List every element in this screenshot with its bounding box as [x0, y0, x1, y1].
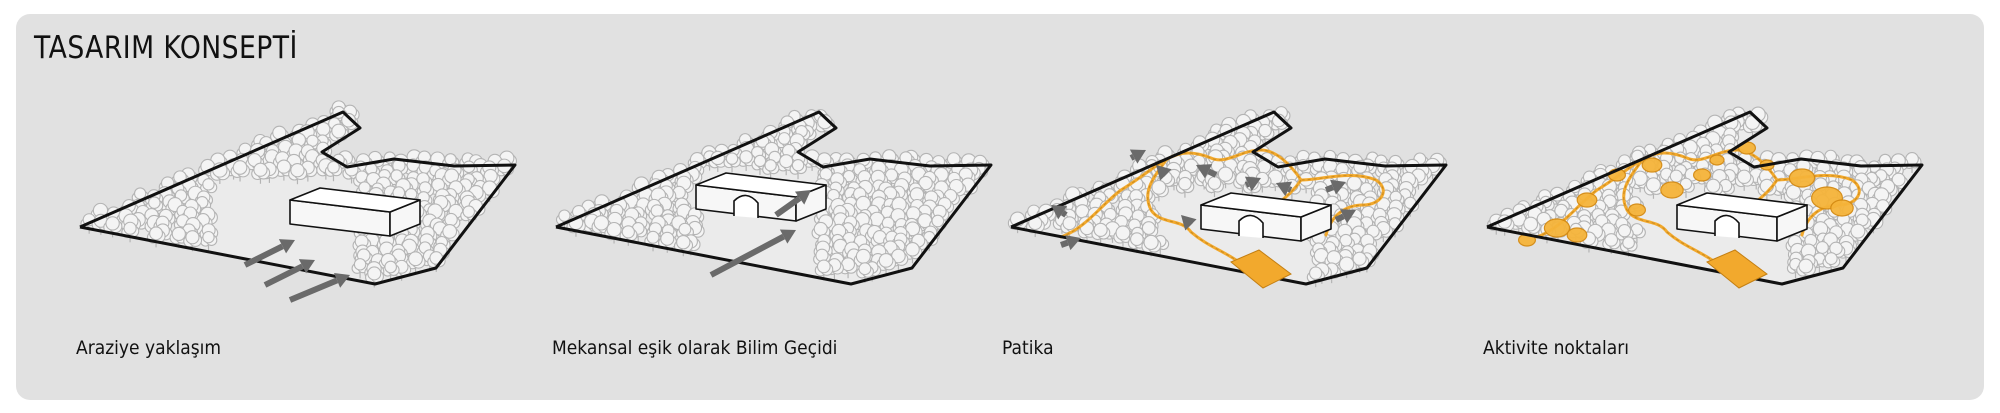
gateway	[733, 194, 759, 218]
stage-diagram	[1486, 106, 1924, 289]
stage-caption: Patika	[1002, 337, 1054, 359]
tree	[210, 162, 231, 184]
activity-spot	[1566, 227, 1588, 243]
stage-caption: Araziye yaklaşım	[76, 337, 222, 359]
tree	[365, 266, 384, 288]
tree	[169, 226, 189, 248]
approach-arrow-icon	[243, 239, 295, 268]
site-outline	[1010, 110, 1448, 286]
building	[1676, 192, 1808, 242]
tree	[1091, 222, 1111, 244]
site-outline	[1486, 110, 1924, 286]
direction-arrow-icon	[1276, 181, 1293, 197]
direction-arrow-icon	[1156, 165, 1172, 181]
stage-bilim-gecidi: Mekansal eşik olarak Bilim Geçidi	[536, 0, 1006, 380]
tree	[1873, 199, 1893, 220]
tree	[814, 259, 834, 281]
activity-spot	[1641, 157, 1663, 173]
tree	[405, 251, 426, 273]
tree	[103, 216, 123, 238]
tree	[591, 215, 612, 237]
tree	[230, 160, 250, 182]
tree	[903, 242, 923, 264]
tree	[1619, 236, 1638, 257]
direction-arrow-icon	[1129, 149, 1146, 164]
tree	[1630, 170, 1651, 193]
activity-spot	[1693, 168, 1712, 182]
site-outline	[555, 110, 993, 286]
stage-diagram	[555, 109, 993, 286]
tree	[1643, 177, 1664, 199]
tree	[324, 160, 343, 182]
direction-arrow-icon	[1324, 179, 1346, 195]
tree	[1175, 176, 1195, 198]
direction-arrow-icon	[1060, 235, 1081, 251]
stage-caption: Aktivite noktaları	[1483, 337, 1629, 359]
through-arrow-icon	[774, 190, 811, 218]
tree	[1848, 223, 1868, 246]
tree	[1205, 176, 1224, 198]
tree	[1127, 232, 1147, 254]
gateway	[1714, 214, 1740, 238]
building	[289, 187, 421, 237]
building-top	[289, 187, 421, 213]
tree	[1602, 233, 1621, 254]
tree	[199, 230, 218, 252]
tree	[1822, 252, 1841, 273]
stage-patika: Patika	[991, 0, 1461, 380]
activity-spot	[1830, 199, 1854, 217]
tree	[1796, 258, 1816, 281]
direction-arrow-icon	[1181, 215, 1197, 231]
stage-diagram	[1007, 106, 1448, 289]
activity-spot	[1788, 168, 1816, 188]
building-top	[1676, 192, 1808, 218]
tree	[146, 226, 166, 248]
tree-canopy	[555, 109, 990, 283]
tree	[762, 159, 780, 180]
stage-aktivite-noktalari: Aktivite noktaları	[1467, 0, 1937, 380]
approach-arrow-icon	[263, 259, 315, 288]
tree	[673, 235, 694, 257]
stage-caption: Mekansal eşik olarak Bilim Geçidi	[552, 337, 838, 359]
tree	[199, 178, 218, 199]
tree	[737, 150, 756, 171]
tree	[183, 230, 203, 252]
tree	[1521, 216, 1541, 239]
tree	[1215, 166, 1236, 189]
direction-arrow-icon	[1244, 176, 1261, 192]
building-top	[1200, 192, 1332, 218]
direction-arrow-icon	[1051, 205, 1068, 220]
tree	[351, 258, 369, 279]
tree	[382, 260, 400, 281]
stage-araziye-yaklasim: Araziye yaklaşım	[60, 0, 530, 380]
stage-diagram	[79, 100, 517, 303]
activity-spot	[1576, 192, 1598, 208]
site-outline	[79, 110, 517, 286]
activity-spot	[1709, 154, 1725, 166]
gateway-ramp	[1706, 249, 1768, 289]
direction-arrow-icon	[1196, 164, 1218, 179]
page-title: TASARIM KONSEPTİ	[34, 30, 298, 66]
gateway-ramp	[1230, 249, 1292, 289]
tree	[789, 158, 807, 180]
through-arrow-icon	[709, 229, 796, 278]
building-top	[695, 172, 827, 198]
tree	[1025, 215, 1045, 238]
tree	[251, 162, 271, 184]
activity-spot	[1543, 218, 1571, 238]
tree	[288, 163, 308, 185]
tree	[815, 114, 835, 136]
tree	[723, 152, 741, 173]
building	[1200, 192, 1332, 242]
direction-arrow-icon	[1334, 209, 1356, 224]
activity-spot	[1660, 181, 1684, 199]
gateway	[1238, 214, 1264, 238]
tree	[1734, 169, 1754, 191]
activity-spot	[1628, 203, 1647, 217]
approach-arrow-icon	[288, 273, 350, 303]
